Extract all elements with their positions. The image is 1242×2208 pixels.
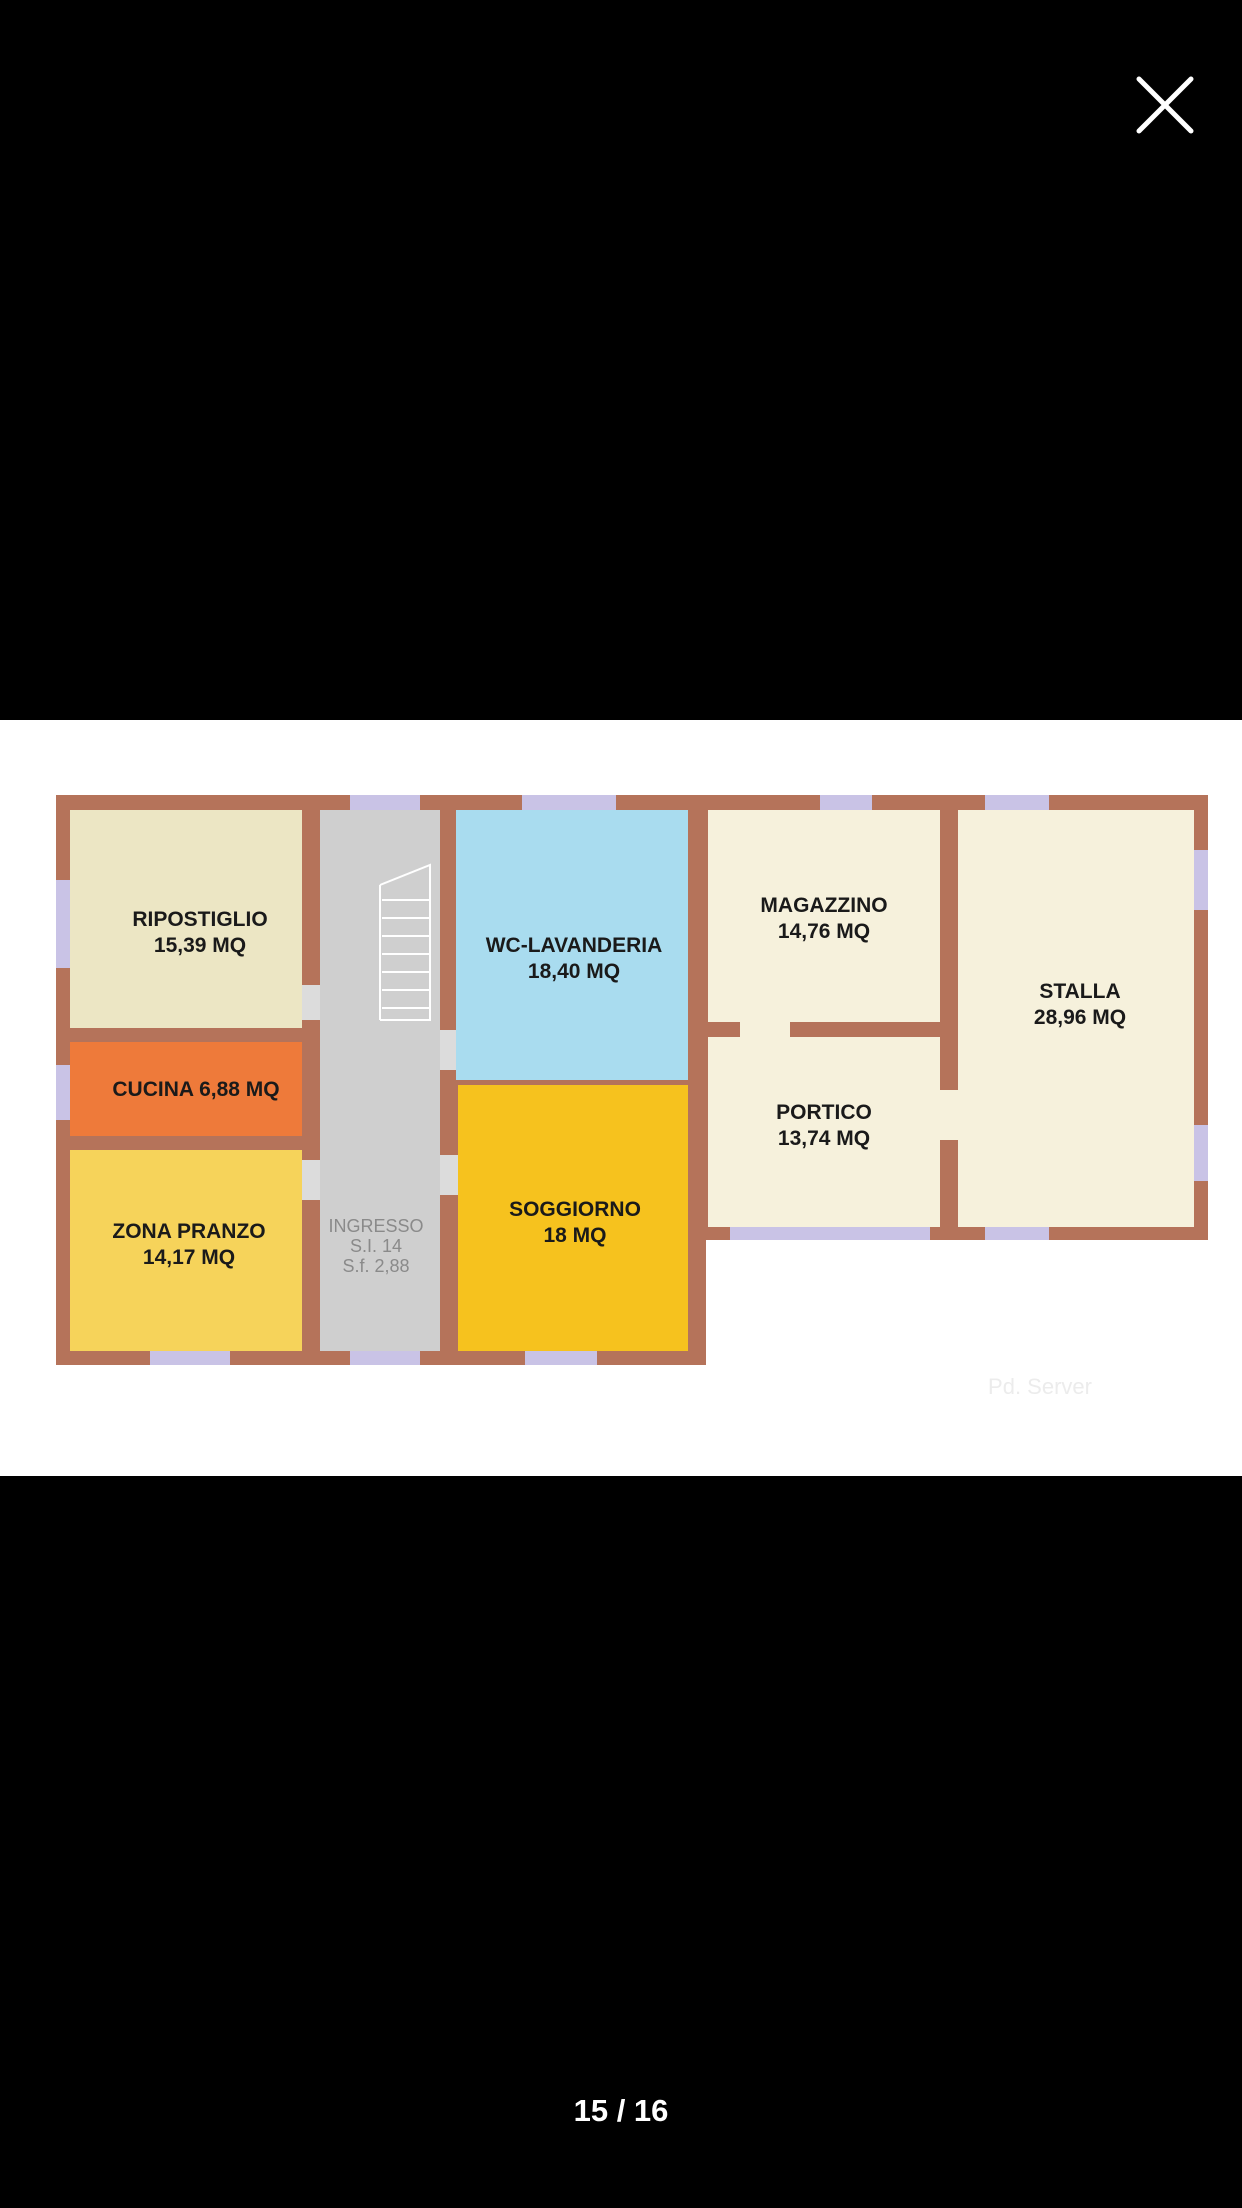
ingresso-line2: S.f. 2,88 [342, 1256, 409, 1276]
ingresso-name: INGRESSO [328, 1216, 423, 1236]
portico-name: PORTICO [776, 1101, 872, 1124]
stalla-area: 28,96 MQ [1034, 1006, 1126, 1029]
window [820, 795, 872, 810]
door-opening [940, 1090, 958, 1140]
room-stalla [958, 810, 1194, 1227]
window [56, 1065, 70, 1120]
ripostiglio-area: 15,39 MQ [154, 934, 246, 957]
soggiorno-name: SOGGIORNO [509, 1198, 641, 1221]
room-zona-pranzo [70, 1150, 302, 1351]
window [985, 1227, 1049, 1240]
window [350, 795, 420, 810]
door-opening [440, 1030, 456, 1070]
door-opening [302, 985, 320, 1020]
door-opening [740, 1022, 790, 1037]
window [730, 1227, 930, 1240]
soggiorno-area: 18 MQ [543, 1224, 606, 1247]
door-opening [302, 1160, 320, 1200]
room-magazzino [708, 810, 940, 1022]
room-cucina [70, 1042, 302, 1136]
close-icon [1136, 76, 1194, 134]
watermark: Pd. Server [988, 1374, 1092, 1399]
wc-lavanderia-area: 18,40 MQ [528, 960, 620, 983]
window [1194, 1125, 1208, 1181]
room-ripostiglio [70, 810, 302, 1028]
window [350, 1351, 420, 1365]
window [56, 880, 70, 968]
window [522, 795, 616, 810]
zona-pranzo-area: 14,17 MQ [143, 1246, 235, 1269]
stalla-name: STALLA [1039, 980, 1120, 1003]
wc-lavanderia-name: WC-LAVANDERIA [486, 934, 663, 957]
image-counter: 15 / 16 [573, 2093, 669, 2128]
staircase [379, 863, 431, 1021]
cucina-label: CUCINA 6,88 MQ [112, 1078, 279, 1101]
window [525, 1351, 597, 1365]
portico-area: 13,74 MQ [778, 1127, 870, 1150]
floorplan-drawing: RIPOSTIGLIO 15,39 MQ CUCINA 6,88 MQ ZONA… [0, 720, 1242, 1476]
magazzino-area: 14,76 MQ [778, 920, 870, 943]
ripostiglio-name: RIPOSTIGLIO [132, 908, 267, 931]
window [150, 1351, 230, 1365]
room-wc-lavanderia [456, 810, 688, 1080]
window [1194, 850, 1208, 910]
door-opening [440, 1155, 458, 1195]
ingresso-line1: S.I. 14 [350, 1236, 402, 1256]
close-button[interactable] [1132, 72, 1198, 138]
room-portico [708, 1037, 940, 1227]
magazzino-name: MAGAZZINO [760, 894, 887, 917]
room-soggiorno [458, 1085, 688, 1351]
floorplan-image[interactable]: RIPOSTIGLIO 15,39 MQ CUCINA 6,88 MQ ZONA… [0, 720, 1242, 1476]
window [985, 795, 1049, 810]
zona-pranzo-name: ZONA PRANZO [112, 1220, 265, 1243]
